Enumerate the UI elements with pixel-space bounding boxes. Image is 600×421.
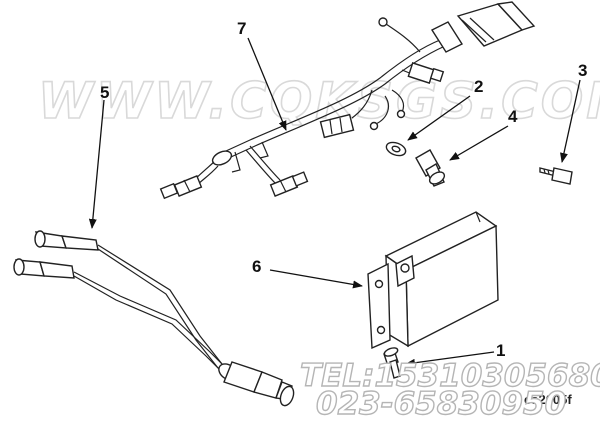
- harness-connector-a: [401, 62, 445, 84]
- screw-part: [539, 167, 573, 185]
- main-connector: [430, 1, 536, 53]
- figure-id: es2005f: [524, 392, 572, 407]
- callout-5: 5: [100, 83, 109, 102]
- leader-lines: [88, 37, 581, 367]
- washer-part: [385, 141, 407, 157]
- sensor-assembly: [13, 230, 295, 407]
- callout-2: 2: [474, 77, 483, 96]
- watermark-phone: 023-65830950: [316, 386, 566, 421]
- wiring-harness: [159, 1, 536, 200]
- harness-connector-left: [159, 175, 203, 200]
- callout-3: 3: [578, 61, 587, 80]
- watermark-site: WWW.CQKSGS.COM: [38, 72, 600, 130]
- mounting-screw-part: [383, 347, 401, 379]
- watermark-tel: TEL:15310305680: [300, 358, 600, 394]
- callout-4: 4: [508, 107, 518, 126]
- callout-6: 6: [252, 257, 261, 276]
- callout-1: 1: [496, 341, 505, 360]
- control-module: [367, 211, 499, 350]
- bolt-part: [415, 149, 446, 187]
- harness-connector-middle: [269, 171, 309, 197]
- harness-connector-b: [319, 113, 355, 139]
- callout-7: 7: [237, 19, 246, 38]
